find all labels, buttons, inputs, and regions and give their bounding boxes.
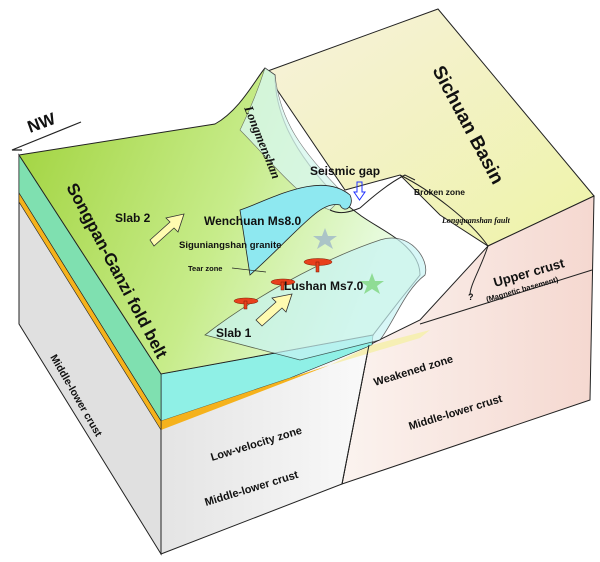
slab1-label: Slab 1 xyxy=(216,326,252,340)
slab2-front xyxy=(239,184,352,276)
siguniangshan-granite-label: Siguniangshan granite xyxy=(179,240,281,251)
longquanshan-fault-line xyxy=(399,174,489,296)
tear-zone-label: Tear zone xyxy=(188,264,222,273)
tear-zone-leader xyxy=(231,267,267,273)
sichuan-basin-surface xyxy=(264,8,595,247)
wenchuan-epicenter-star-icon xyxy=(313,228,337,249)
left-orange-layer xyxy=(18,191,162,432)
slab1-front xyxy=(204,237,427,361)
fault-line xyxy=(341,344,370,485)
broken-zone-line xyxy=(359,174,416,209)
front-orange-layer xyxy=(161,365,330,430)
longquanshan-fault-label: Longquanshan fault xyxy=(441,216,511,225)
upper-crust-boundary xyxy=(419,269,593,325)
slab2-label: Slab 2 xyxy=(115,211,151,225)
lushan-epicenter-star-icon xyxy=(360,273,384,294)
broken-zone-label: Broken zone xyxy=(414,187,465,197)
wenchuan-label: Wenchuan Ms8.0 xyxy=(204,214,301,228)
slab2-arrow-icon xyxy=(149,213,185,247)
slab1-arrow-icon xyxy=(255,293,293,327)
seismic-gap-arrow-icon xyxy=(353,181,366,201)
seismic-gap-label: Seismic gap xyxy=(310,164,380,178)
question-mark-label: ? xyxy=(468,292,474,302)
weakened-layer xyxy=(330,330,430,365)
north-west-arrow-icon xyxy=(11,121,82,151)
granite-intrusion-icons xyxy=(233,258,333,310)
lushan-label: Lushan Ms7.0 xyxy=(284,279,364,293)
